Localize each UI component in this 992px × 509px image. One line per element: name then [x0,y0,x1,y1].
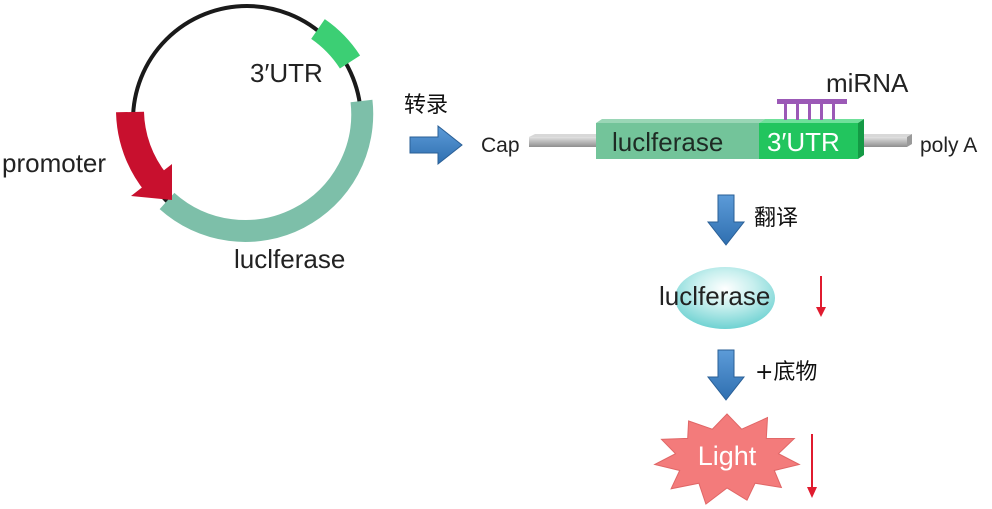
mrna-construct: luclferase 3′UTR Cap poly A miRNA [481,68,977,159]
translation-step: 翻译 [706,194,798,246]
promoter-arrowhead [131,164,172,200]
translation-label: 翻译 [754,206,798,231]
protein: luclferase [659,267,826,329]
right-arrow-icon [409,124,463,166]
substrate-label: +底物 [755,360,817,385]
mrna-utr-label: 3′UTR [767,127,840,157]
substrate-step: +底物 [706,349,817,401]
plasmid-promoter-label: promoter [2,148,106,178]
protein-label: luclferase [659,281,770,311]
light-output: Light [653,413,817,505]
light-decrease-arrow-icon [807,434,817,498]
mirna-icon [777,99,847,120]
protein-ellipse [675,267,775,329]
down-arrow-icon [706,349,746,401]
transcription-label: 转录 [404,93,448,118]
light-burst-icon [653,413,801,505]
mrna-utr-box [759,123,858,159]
mrna-cap-label: Cap [481,134,520,157]
plasmid-utr-label: 3′UTR [250,58,323,88]
down-arrow-icon [706,194,746,246]
mrna-strand-end [907,134,912,147]
plasmid-luciferase-label: luclferase [234,244,345,274]
mrna-luciferase-box [596,123,759,159]
light-label: Light [698,441,757,471]
plasmid-luciferase-segment [159,99,374,242]
mrna-luciferase-top [596,119,765,123]
mrna-luciferase-label: luclferase [612,127,723,157]
plasmid: 3′UTR promoter luclferase [2,4,374,274]
plasmid-promoter-segment [116,111,168,192]
mrna-utr-top [759,119,864,123]
mrna-utr-side [858,119,864,159]
mrna-polya-label: poly A [920,134,977,157]
protein-decrease-arrow-icon [816,276,826,317]
transcription-step: 转录 [404,93,463,166]
mirna-label: miRNA [826,68,909,98]
plasmid-utr-segment [310,19,361,69]
